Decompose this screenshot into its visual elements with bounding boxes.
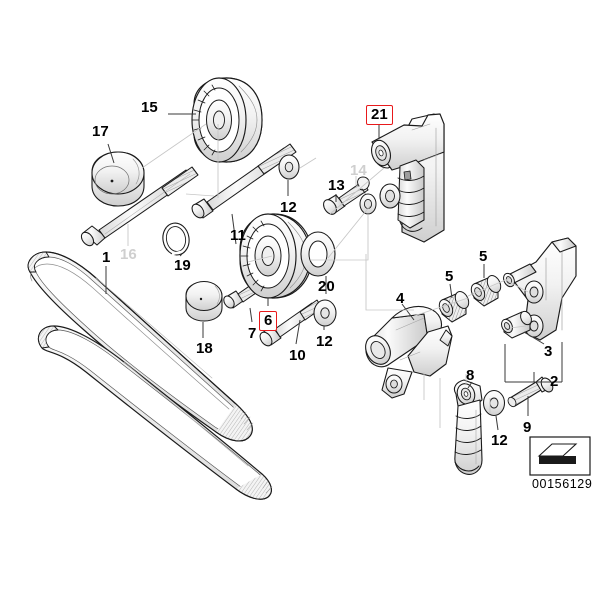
phantom-alignment-lines <box>127 123 529 428</box>
leader-4 <box>401 303 415 321</box>
callout-4[interactable]: 4 <box>396 290 405 307</box>
part-ribbed-v-belt <box>27 251 273 500</box>
callout-1[interactable]: 1 <box>102 249 111 266</box>
callout-11[interactable]: 11 <box>230 227 246 244</box>
callout-12-upper[interactable]: 12 <box>280 199 297 216</box>
part-washer-12-upper <box>278 154 300 180</box>
part-tensioner-bracket-4 <box>365 305 453 399</box>
part-needle-bearing-5b <box>470 274 502 307</box>
part-idler-pulley-15 <box>191 77 263 163</box>
leader-7 <box>249 307 253 323</box>
part-washer-12-center <box>313 299 337 327</box>
part-long-bolt-1 <box>80 166 199 247</box>
callout-14-dim: 14 <box>350 162 367 179</box>
part-circlip-19 <box>162 222 190 256</box>
callout-21-highlighted[interactable]: 21 <box>366 105 393 125</box>
leader-3 <box>523 331 545 345</box>
part-needle-bearing-5a <box>438 290 470 323</box>
callout-9[interactable]: 9 <box>523 419 532 436</box>
part-large-washer-20 <box>300 231 336 277</box>
part-hydraulic-damper-8 <box>453 379 483 475</box>
leader-10 <box>295 319 301 345</box>
leader-8 <box>467 381 473 389</box>
part-washer-12-lower <box>482 389 506 417</box>
leader-12-lower <box>495 415 499 431</box>
leader-11 <box>231 213 237 245</box>
part-bushing-sleeve-3 <box>501 310 532 339</box>
callout-7[interactable]: 7 <box>248 325 257 342</box>
callout-3[interactable]: 3 <box>544 343 553 360</box>
part-retaining-clip-14 <box>357 176 370 194</box>
part-cover-cap-18 <box>185 280 223 322</box>
leader-19 <box>179 253 183 257</box>
part-deflection-pulley-6 <box>239 213 313 299</box>
part-tensioner-assembly-21 <box>359 113 445 243</box>
callout-6-highlighted[interactable]: 6 <box>259 311 278 331</box>
callout-10[interactable]: 10 <box>289 347 306 364</box>
manufacturer-logo-box <box>529 436 591 476</box>
leader-bracket-2 <box>504 342 563 383</box>
callout-13[interactable]: 13 <box>328 177 345 194</box>
callout-17[interactable]: 17 <box>92 123 109 140</box>
callout-19[interactable]: 19 <box>174 257 191 274</box>
callout-5b[interactable]: 5 <box>479 248 488 265</box>
callout-16-dim: 16 <box>120 246 137 263</box>
diagram-part-number: 00156129 <box>532 477 593 491</box>
part-cap-plug-17 <box>91 151 145 207</box>
leader-17 <box>107 143 115 164</box>
callout-20[interactable]: 20 <box>318 278 335 295</box>
part-bolt-9 <box>507 376 554 408</box>
leader-5a <box>449 283 453 299</box>
callout-8[interactable]: 8 <box>466 367 475 384</box>
callout-18[interactable]: 18 <box>196 340 213 357</box>
callout-15[interactable]: 15 <box>141 99 158 116</box>
callout-2[interactable]: 2 <box>550 373 559 390</box>
callout-12-center[interactable]: 12 <box>316 333 333 350</box>
callout-12-lower[interactable]: 12 <box>491 432 508 449</box>
callout-5a[interactable]: 5 <box>445 268 454 285</box>
